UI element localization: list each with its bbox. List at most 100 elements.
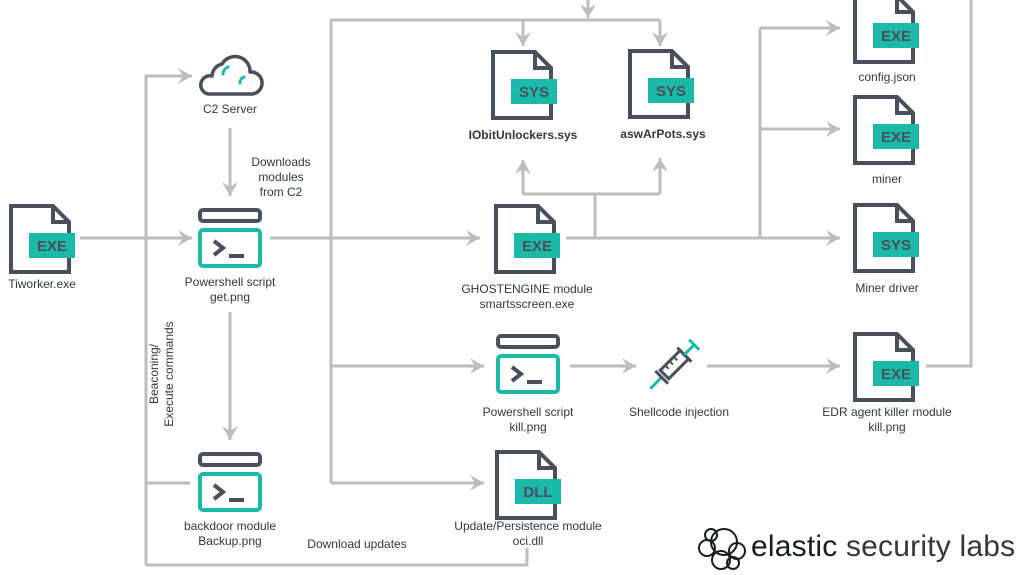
label-ps-get-line1: Powershell script	[184, 275, 276, 289]
terminal-prompt-chevron	[212, 239, 227, 257]
file-page-fold	[51, 206, 69, 224]
file-badge-label: EXE	[881, 129, 911, 146]
syringe-tip-collar	[654, 369, 670, 385]
edge-to-config-arrowhead	[826, 20, 840, 36]
label-edr-killer-line2: kill.png	[868, 420, 906, 434]
logo-suffix: security labs	[837, 530, 1016, 563]
edge-bus-top	[329, 18, 660, 238]
edge-label-beaconing: Beaconing/ Execute commands	[147, 319, 177, 429]
terminal-prompt-chevron	[212, 483, 227, 501]
edge-to-iobit-arrowhead	[515, 32, 531, 46]
edge-shellcode-to-edr-arrowhead	[826, 358, 840, 374]
terminal-window	[198, 472, 262, 512]
file-badge	[514, 233, 560, 258]
edge-to-aswar-up-arrowhead	[652, 158, 668, 172]
edge-ps-get-to-backdoor-arrowhead	[222, 426, 238, 440]
edge-label-beaconing-line2: Execute commands	[162, 321, 176, 427]
label-c2-server: C2 Server	[202, 102, 258, 116]
terminal-prompt-chevron	[510, 365, 525, 383]
syringe-needle	[649, 376, 663, 390]
label-ps-kill-line1: Powershell script	[482, 405, 574, 419]
file-page-fold	[536, 206, 554, 224]
edge-label-download-updates: Download updates	[307, 537, 407, 551]
label-backdoor-line2: Backup.png	[198, 534, 262, 548]
shellcode-syringe-icon	[649, 338, 701, 390]
edge-to-ps-kill-arrowhead	[470, 358, 484, 374]
connectors	[80, 0, 973, 567]
syringe-tick	[664, 364, 670, 370]
file-badge	[873, 361, 919, 386]
c2-server-cloud-icon	[199, 54, 264, 96]
edge-to-oci-arrowhead	[470, 475, 484, 491]
file-badge-label: EXE	[881, 28, 911, 45]
tiworker-file-icon: EXE	[9, 204, 75, 274]
edge-edr-out	[926, 0, 973, 368]
edge-to-miner-driver-arrowhead	[826, 230, 840, 246]
label-backdoor-line1: backdoor module	[183, 519, 277, 533]
cloud-outline	[199, 54, 264, 96]
syringe-plunger	[683, 343, 696, 356]
edge-tiworker-to-ps-get-arrowhead	[178, 230, 192, 246]
syringe-tick	[668, 360, 674, 366]
label-shellcode: Shellcode injection	[628, 405, 730, 419]
file-page-fold	[670, 51, 688, 69]
file-badge	[648, 78, 694, 103]
terminal-window	[198, 228, 262, 268]
ghostengine-file-icon: EXE	[494, 204, 560, 274]
edr-killer-file-icon: EXE	[853, 332, 919, 402]
label-ps-kill: Powershell script kill.png	[483, 405, 574, 435]
edge-beacon-to-c2-arrowhead	[178, 68, 192, 84]
file-page-fold	[895, 205, 913, 223]
miner-driver-file-icon: SYS	[853, 203, 919, 273]
label-ghostengine-line2: smartsscreen.exe	[479, 297, 575, 311]
config-file-icon: EXE	[853, 0, 919, 64]
label-ps-get-line2: get.png	[209, 290, 251, 304]
file-badge	[873, 232, 919, 257]
syringe-plunger-cap	[688, 338, 701, 351]
backdoor-terminal-icon	[198, 452, 262, 512]
iobit-file-icon: SYS	[491, 50, 557, 120]
file-badge-label: DLL	[523, 484, 552, 501]
elastic-logo-icon	[698, 528, 746, 570]
label-edr-killer-line1: EDR agent killer module	[822, 405, 952, 419]
edge-label-downloads-modules: Downloads modules from C2	[251, 155, 310, 200]
edge-c2-to-ps-get-arrowhead	[222, 182, 238, 196]
file-page-fold	[537, 452, 555, 470]
file-badge	[29, 233, 75, 258]
ps-kill-terminal-icon	[496, 334, 560, 394]
edge-to-aswar-arrowhead	[652, 32, 668, 46]
file-page-fold	[895, 0, 913, 14]
edge-download-updates	[146, 548, 529, 567]
terminal-titlebar	[496, 334, 560, 349]
edge-beacon-to-c2	[144, 74, 192, 565]
miner-file-icon: EXE	[853, 95, 919, 165]
terminal-titlebar	[198, 208, 262, 223]
edge-label-downloads-line3: from C2	[259, 185, 303, 199]
file-badge-label: SYS	[519, 84, 549, 101]
cloud-accent-2	[238, 75, 246, 85]
cloud-accent-1	[221, 65, 230, 76]
edge-label-downloads-line1: Downloads	[251, 155, 311, 169]
file-badge-label: EXE	[881, 366, 911, 383]
terminal-titlebar	[198, 452, 262, 467]
ps-get-terminal-icon	[198, 208, 262, 268]
file-badge	[515, 479, 561, 504]
label-ghostengine-line1: GHOSTENGINE module	[461, 282, 593, 296]
edge-label-beaconing-line1: Beaconing/	[147, 343, 161, 405]
file-page-fold	[895, 334, 913, 352]
label-oci-line1: Update/Persistence module	[454, 519, 602, 533]
file-badge-label: EXE	[522, 238, 552, 255]
file-page-fold	[895, 97, 913, 115]
terminal-window	[496, 354, 560, 394]
label-oci: Update/Persistence module oci.dll	[454, 519, 601, 549]
label-miner: miner	[871, 172, 903, 186]
oci-file-icon: DLL	[495, 450, 561, 520]
label-ps-kill-line2: kill.png	[509, 420, 547, 434]
label-backdoor: backdoor module Backup.png	[184, 519, 276, 549]
label-miner-driver: Miner driver	[855, 281, 919, 295]
label-ghostengine: GHOSTENGINE module smartsscreen.exe	[461, 282, 592, 312]
file-badge-label: SYS	[881, 237, 911, 254]
label-iobit: IObitUnlockers.sys	[468, 128, 578, 142]
